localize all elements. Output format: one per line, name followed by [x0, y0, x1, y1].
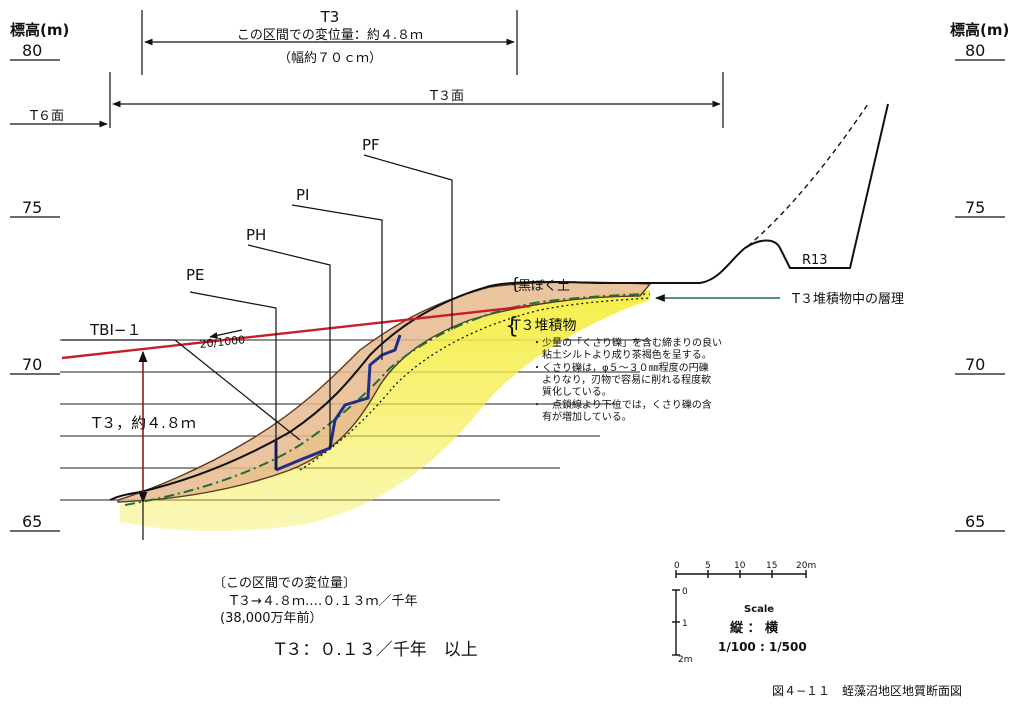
- span-width: （幅約７０ｃｍ）: [278, 51, 382, 66]
- summary-title: 〔この区間での変位量〕: [213, 575, 356, 591]
- pit-ph-leader: [247, 244, 331, 448]
- note-line: ・少量の「くさり礫」を含む締まりの良い: [532, 336, 722, 349]
- right-tick-70: 70: [965, 355, 985, 374]
- slope-label: 20/1000: [199, 333, 246, 351]
- summary-result: T３：０.１３／千年 以上: [274, 640, 478, 660]
- scarp-dashed: [747, 103, 869, 247]
- t6-surface-label: T６面: [29, 109, 64, 124]
- left-tick-80: 80: [22, 41, 42, 60]
- left-axis-unit: 標高(m): [10, 21, 69, 39]
- bedding-dash-dot: [124, 293, 651, 506]
- summary-rate: T３→４.８ｍ‥‥０.１３ｍ／千年: [229, 594, 417, 609]
- pit-pf-leader: [363, 154, 453, 330]
- kurobokudo-label: 黒ぼく土: [518, 279, 570, 294]
- scale-h-tick: 15: [766, 561, 777, 571]
- borehole-displacement: T３，約４.８ｍ: [91, 414, 196, 432]
- t3-deposit-label: T３堆積物: [511, 318, 577, 334]
- slope-arrow: [209, 329, 243, 339]
- brace-kurobokudo: {: [510, 274, 520, 293]
- pit-leaders: [189, 154, 453, 470]
- note-line: よりなり，刃物で容易に削れる程度軟: [532, 373, 711, 386]
- borehole-label: TBⅠ−１: [89, 321, 141, 339]
- t3-span: [141, 10, 518, 75]
- scale-h-tick: 10: [734, 561, 746, 571]
- left-tick-65: 65: [22, 512, 42, 531]
- t3-lower-boundary: [299, 297, 651, 471]
- right-elevation-axis: 標高(m) 80 75 70 65: [950, 21, 1009, 532]
- right-tick-75: 75: [965, 198, 985, 217]
- road-embankment: [779, 247, 791, 269]
- scale-h-tick: 20m: [796, 561, 816, 571]
- road-label: R13: [802, 253, 828, 268]
- pit-pi-label: PI: [296, 186, 309, 204]
- summary-age: (38,000万年前）: [220, 610, 323, 626]
- scale-v-tick: 2m: [678, 655, 693, 665]
- tb-to-fault-leader: [174, 339, 301, 441]
- pit-pi-leader: [291, 204, 383, 360]
- pit-pe-label: PE: [186, 266, 205, 284]
- right-axis-unit: 標高(m): [950, 21, 1009, 39]
- pit-pf-label: PF: [362, 136, 380, 154]
- span-displacement: この区間での変位量：約４.８ｍ: [237, 27, 423, 43]
- scale-v-tick: 0: [682, 587, 688, 597]
- scale-label: Scale: [744, 604, 774, 615]
- deposit-notes: ・少量の「くさり礫」を含む締まりの良い 粘土シルトより成り茶褐色を呈する。 ・く…: [532, 336, 722, 423]
- scale-ratio: 1/100 : 1/500: [718, 640, 807, 654]
- left-elevation-axis: 標高(m) 80 75 70 65: [10, 21, 69, 532]
- surface-spans: [10, 72, 724, 128]
- scale-bar: [672, 570, 807, 656]
- bedding-label: T３堆積物中の層理: [791, 292, 904, 307]
- scale-v-tick: 1: [682, 619, 688, 629]
- right-tick-65: 65: [965, 512, 985, 531]
- note-line: 粘土シルトより成り茶褐色を呈する。: [532, 348, 712, 361]
- note-line: ・一点鎖線より下位では，くさり礫の含: [532, 398, 712, 411]
- left-tick-75: 75: [22, 198, 42, 217]
- left-tick-70: 70: [22, 355, 42, 374]
- pit-ph-label: PH: [246, 226, 266, 244]
- scale-ratio-title: 縦 ： 横: [730, 620, 779, 636]
- scale-h-tick: 0: [674, 561, 680, 571]
- brace-t3-deposit: {: [505, 314, 519, 339]
- note-line: 有が増加している。: [532, 410, 632, 423]
- pit-pe-leader: [189, 291, 277, 470]
- span-title: T3: [320, 8, 340, 26]
- t3-deposit-layer: [117, 281, 652, 503]
- t3-surface-label: T３面: [429, 89, 464, 104]
- note-line: 質化している。: [532, 385, 612, 398]
- figure-caption: 図４−１１ 蛭藻沼地区地質断面図: [772, 683, 962, 698]
- right-tick-80: 80: [965, 41, 985, 60]
- scale-h-tick: 5: [705, 561, 711, 571]
- note-line: ・くさり礫は，φ５〜３０㎜程度の円礫: [532, 361, 709, 374]
